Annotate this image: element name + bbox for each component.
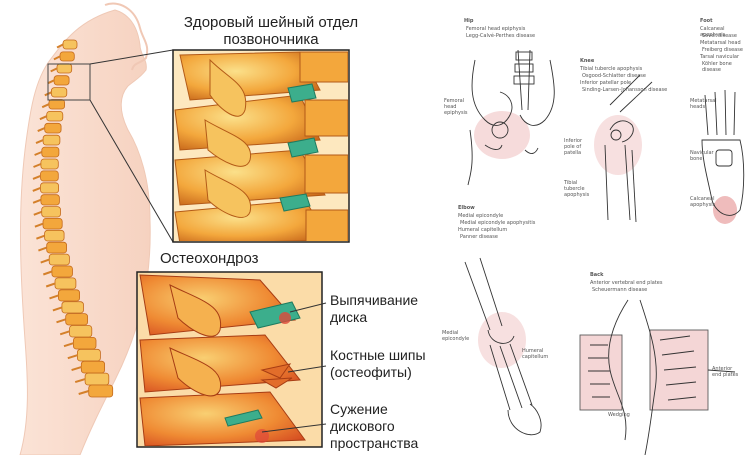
vertebra [66,314,88,325]
vertebra [52,266,73,277]
elbow-line-4: Panner disease [460,234,498,240]
knee-section-title: Knee [580,58,594,64]
vertebra [41,159,58,169]
osteochondrosis-illustration: Здоровый шейный отдел позвоночника Остео… [0,0,430,455]
vertebra [70,326,92,338]
elbow-line-2: Medial epicondyle apophysitis [460,220,535,226]
vertebra [43,218,62,229]
back-section-title: Back [590,272,603,278]
back-line-1: Anterior vertebral end plates [590,280,662,286]
callout-disc-protrusion-line1: Выпячивание [330,292,418,308]
vertebra [85,373,109,385]
elbow-line-3: Humeral capitellum [458,227,507,233]
vertebra [45,230,65,241]
back-callout-1: Anterior end plates [712,366,742,378]
foot-callout-2: Navicular bone [690,150,712,162]
vertebra [45,123,61,133]
callout-disc-narrowing-line2: дискового [330,418,395,434]
vertebra [55,278,76,289]
knee-line-2: Osgood-Schlatter disease [582,73,646,79]
vertebra [73,337,96,349]
elbow-arm-drawing [465,258,541,435]
vertebra [89,385,113,397]
knee-callout-2: Tibial tubercle apophysis [564,180,594,198]
callout-bone-spurs-line1: Костные шипы [330,347,426,363]
callout-disc-narrowing-line3: пространства [330,435,418,451]
knee-line-1: Tibial tubercle apophysis [580,66,642,72]
healthy-title-line2: позвоночника [176,31,366,48]
hip-pelvis-drawing [468,50,554,185]
hip-section-title: Hip [464,18,473,24]
vertebra [60,52,74,61]
elbow-callout-2: Humeral capitellum [522,348,550,360]
knee-line-3: Inferior patellar pole [580,80,631,86]
back-line-2: Scheuermann disease [592,287,647,293]
back-callout-2: Wedging [608,412,636,418]
elbow-line-1: Medial epicondyle [458,213,503,219]
body-silhouette [20,10,150,455]
vertebra [81,361,104,373]
callout-disc-narrowing-line1: Сужение [330,401,388,417]
osteochondroses-sheet: Hip Femoral head epiphysis Legg-Calvé-Pe… [440,0,747,455]
foot-callout-1: Metatarsal heads [690,98,712,110]
vertebra [47,111,63,121]
vertebra [54,76,69,85]
foot-line-3: Metatarsal head [700,40,741,46]
elbow-callout-1: Medial epicondyle [442,330,464,342]
vertebra [62,302,84,313]
vertebra [77,349,100,361]
foot-callout-3: Calcaneal apophysis [690,196,712,208]
vertebra [57,64,72,73]
vertebra [42,207,61,217]
foot-line-4: Freiberg disease [702,47,743,53]
callout-bone-spurs-line2: (остеофиты) [330,364,412,380]
foot-line-2: Sever disease [702,33,737,39]
callout-disc-protrusion-line2: диска [330,309,367,325]
vertebra [63,40,77,49]
vertebra [43,135,60,145]
hip-callout: Femoral head epiphysis [444,98,474,116]
hip-line-2: Legg-Calvé-Perthes disease [466,33,535,39]
elbow-section-title: Elbow [458,205,475,211]
vertebra [49,254,69,265]
osteochondrosis-title: Остеохондроз [160,250,310,267]
vertebra [41,195,60,205]
vertebra [51,88,66,97]
vertebra [41,171,59,181]
healthy-title-line1: Здоровый шейный отдел [176,14,366,31]
vertebra [49,100,65,110]
knee-drawing [594,75,652,222]
vertebra [58,290,79,301]
spine-illustration-svg [0,0,430,455]
vertebra [47,242,67,253]
foot-line-5: Tarsal navicular [700,54,739,60]
vertebra [41,183,59,193]
knee-line-4: Sinding-Larsen-Johansson disease [582,87,667,93]
knee-callout-1: Inferior pole of patella [564,138,594,156]
vertebra [42,147,59,157]
foot-section-title: Foot [700,18,712,24]
foot-line-6: Köhler bone disease [702,61,747,73]
hip-line-1: Femoral head epiphysis [466,26,525,32]
